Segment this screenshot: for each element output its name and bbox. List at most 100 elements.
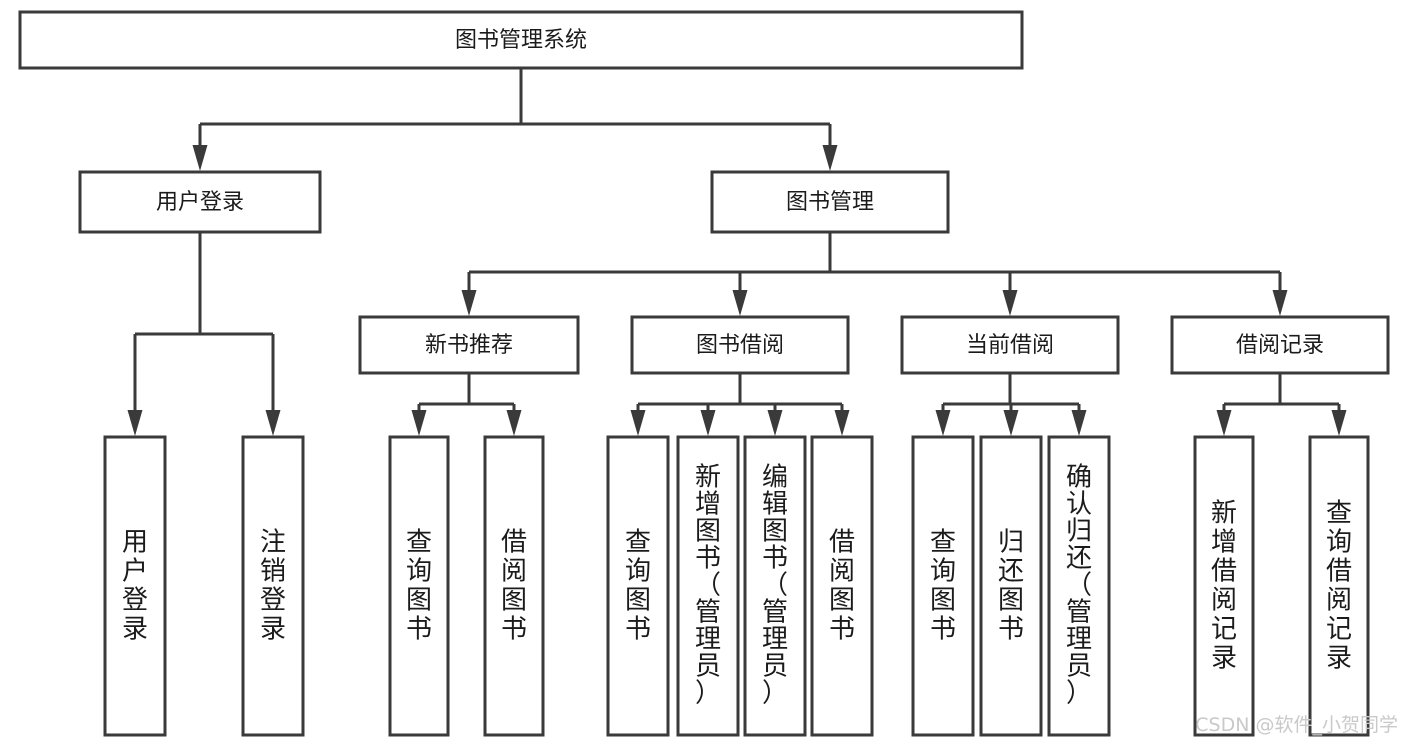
node-leaf-query-borrow-record[interactable]: 查询借阅记录 <box>1308 435 1370 737</box>
node-leaf-user-login[interactable]: 用户登录 <box>103 435 167 737</box>
node-label: 新增借阅记录 <box>1211 499 1237 674</box>
node-rect <box>483 435 545 737</box>
node-rect <box>241 435 305 737</box>
arrow-head-icon <box>700 410 716 436</box>
node-leaf-add-book[interactable]: 新增图书（管理员） <box>676 435 740 737</box>
node-rect <box>358 315 580 375</box>
connector-drop-arrow <box>732 272 748 316</box>
node-rect <box>710 170 950 234</box>
arrow-head-icon <box>1331 410 1347 436</box>
arrow-head-icon <box>265 410 281 436</box>
connector-drop-arrow <box>1071 404 1087 436</box>
arrow-head-icon <box>1071 410 1087 436</box>
arrow-head-icon <box>1002 290 1018 316</box>
node-label: 归还图书 <box>998 528 1024 645</box>
node-rect <box>1047 435 1111 737</box>
node-leaf-borrow-book[interactable]: 借阅图书 <box>810 435 874 737</box>
arrow-head-icon <box>192 145 208 171</box>
node-label: 查询图书 <box>625 528 651 645</box>
node-rect <box>388 435 450 737</box>
connector-drop-arrow <box>630 404 646 436</box>
arrow-head-icon <box>127 410 143 436</box>
node-label: 编辑图书（管理员） <box>762 463 788 709</box>
arrow-head-icon <box>630 410 646 436</box>
node-leaf-query-book-recommend[interactable]: 查询图书 <box>388 435 450 737</box>
node-rect <box>1170 315 1390 375</box>
arrow-head-icon <box>1272 290 1288 316</box>
node-label: 借阅图书 <box>501 528 527 645</box>
node-root[interactable]: 图书管理系统 <box>18 10 1024 70</box>
node-leaf-return-book[interactable]: 归还图书 <box>979 435 1043 737</box>
node-leaf-query-book-current[interactable]: 查询图书 <box>911 435 975 737</box>
connector-drop-arrow <box>127 334 143 436</box>
node-rect <box>676 435 740 737</box>
connector-drop-arrow <box>461 272 477 316</box>
node-label: 确认归还（管理员） <box>1066 463 1092 709</box>
node-new-book-recommend[interactable]: 新书推荐 <box>358 315 580 375</box>
node-rect <box>979 435 1043 737</box>
arrow-head-icon <box>461 290 477 316</box>
connector-layer <box>127 68 1347 436</box>
arrow-head-icon <box>767 410 783 436</box>
node-label: 用户登录 <box>156 190 244 215</box>
connector-drop-arrow <box>767 404 783 436</box>
node-user-login[interactable]: 用户登录 <box>78 170 322 234</box>
node-rect <box>103 435 167 737</box>
node-leaf-edit-book[interactable]: 编辑图书（管理员） <box>743 435 807 737</box>
connector-drop-arrow <box>411 404 427 436</box>
arrow-head-icon <box>935 410 951 436</box>
connector-drop-arrow <box>935 404 951 436</box>
arrow-head-icon <box>1216 410 1232 436</box>
node-rect <box>18 10 1024 70</box>
connector-drop-arrow <box>700 404 716 436</box>
node-label: 注销登录 <box>260 528 286 645</box>
connector-drop-arrow <box>1331 404 1347 436</box>
node-label: 图书管理系统 <box>455 28 587 53</box>
node-rect <box>743 435 807 737</box>
node-leaf-borrow-book-recommend[interactable]: 借阅图书 <box>483 435 545 737</box>
node-label: 借阅图书 <box>829 528 855 645</box>
connector-drop-arrow <box>506 404 522 436</box>
node-rect <box>606 435 670 737</box>
connector-drop-arrow <box>1216 404 1232 436</box>
arrow-head-icon <box>411 410 427 436</box>
node-label: 图书管理 <box>786 190 874 215</box>
node-label: 新增图书（管理员） <box>695 463 721 709</box>
arrow-head-icon <box>506 410 522 436</box>
node-leaf-logout-login[interactable]: 注销登录 <box>241 435 305 737</box>
connector-drop-arrow <box>265 334 281 436</box>
node-label: 用户登录 <box>122 528 148 645</box>
node-book-manage[interactable]: 图书管理 <box>710 170 950 234</box>
node-leaf-confirm-return[interactable]: 确认归还（管理员） <box>1047 435 1111 737</box>
arrow-head-icon <box>1003 410 1019 436</box>
node-label: 当前借阅 <box>966 333 1054 358</box>
watermark-label: CSDN @软件_小贺同学 <box>1195 714 1398 736</box>
node-label: 查询图书 <box>406 528 432 645</box>
connector-drop-arrow <box>1003 404 1019 436</box>
node-rect <box>900 315 1120 375</box>
node-rect <box>911 435 975 737</box>
node-label: 查询图书 <box>930 528 956 645</box>
arrow-head-icon <box>834 410 850 436</box>
connector-drop-arrow <box>822 124 838 171</box>
node-label: 图书借阅 <box>696 333 784 358</box>
node-rect <box>630 315 850 375</box>
node-rect <box>810 435 874 737</box>
arrow-head-icon <box>732 290 748 316</box>
node-current-borrow[interactable]: 当前借阅 <box>900 315 1120 375</box>
node-label: 借阅记录 <box>1236 333 1324 358</box>
connector-drop-arrow <box>192 124 208 171</box>
node-label: 查询借阅记录 <box>1326 499 1352 674</box>
node-layer: 图书管理系统用户登录图书管理新书推荐图书借阅当前借阅借阅记录用户登录注销登录查询… <box>18 10 1390 737</box>
node-rect <box>1193 435 1255 737</box>
node-borrow-record[interactable]: 借阅记录 <box>1170 315 1390 375</box>
node-book-borrow[interactable]: 图书借阅 <box>630 315 850 375</box>
node-leaf-query-book-borrow[interactable]: 查询图书 <box>606 435 670 737</box>
node-label: 新书推荐 <box>425 333 513 358</box>
node-rect <box>1308 435 1370 737</box>
node-rect <box>78 170 322 234</box>
node-leaf-add-borrow-record[interactable]: 新增借阅记录 <box>1193 435 1255 737</box>
arrow-head-icon <box>822 145 838 171</box>
